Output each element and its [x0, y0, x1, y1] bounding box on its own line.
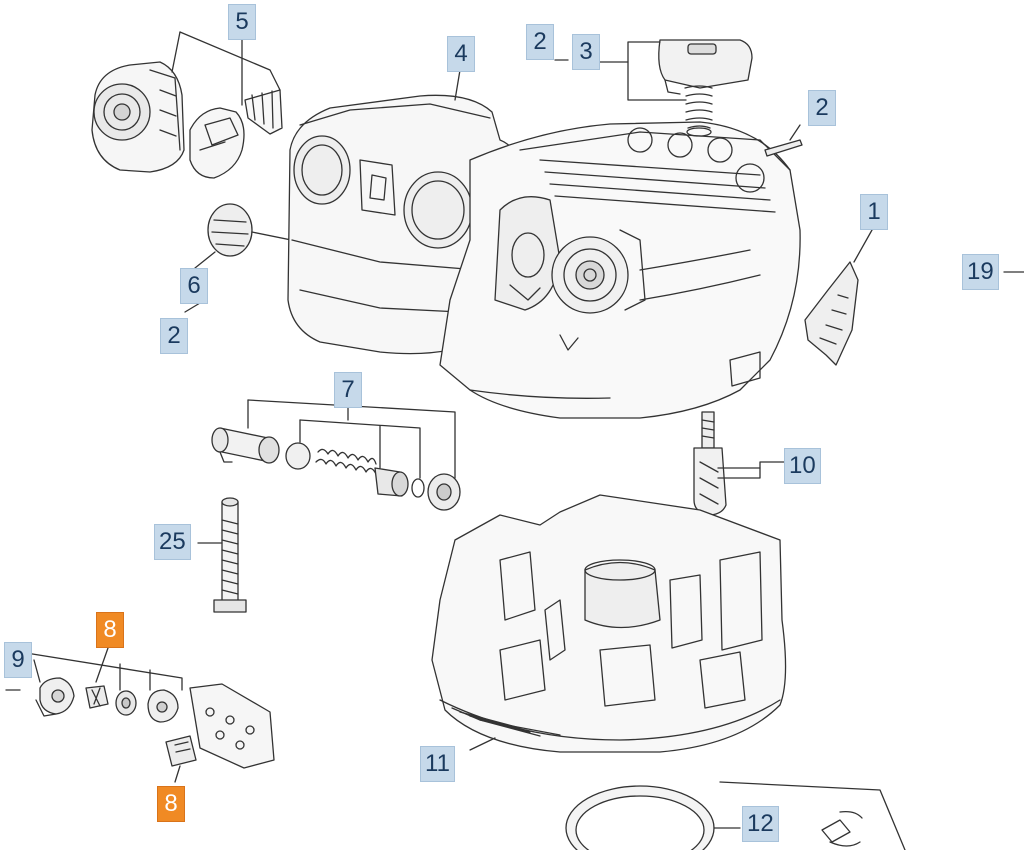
callout-7[interactable]: 7	[334, 372, 362, 408]
cable-connector-part	[720, 782, 905, 850]
callout-5[interactable]: 5	[228, 4, 256, 40]
callout-11[interactable]: 11	[420, 746, 455, 782]
callout-8-top[interactable]: 8	[96, 612, 124, 648]
callout-2-right[interactable]: 2	[808, 90, 836, 126]
callout-4[interactable]: 4	[447, 36, 475, 72]
part-5-knob-assembly	[92, 62, 282, 178]
callout-10[interactable]: 10	[784, 448, 821, 484]
part-9-8-valve-group	[6, 648, 274, 782]
main-body-housing	[440, 122, 800, 418]
part-11-base	[432, 495, 786, 752]
part-12-gasket-ring	[566, 786, 740, 850]
callout-2-top[interactable]: 2	[526, 24, 554, 60]
callout-12[interactable]: 12	[742, 806, 779, 842]
part-3-button-spring	[600, 40, 752, 136]
callout-2-left[interactable]: 2	[160, 318, 188, 354]
part-10-drive-pin	[694, 412, 784, 515]
part-1-clip	[805, 230, 872, 365]
callout-3[interactable]: 3	[572, 34, 600, 70]
callout-19[interactable]: 19	[962, 254, 999, 290]
part-7-valve-assembly	[212, 400, 460, 510]
callout-6[interactable]: 6	[180, 268, 208, 304]
callout-1[interactable]: 1	[860, 194, 888, 230]
leader-lines-5	[171, 31, 281, 106]
callout-9[interactable]: 9	[4, 642, 32, 678]
part-25-screw	[198, 498, 246, 612]
part-2-pin	[555, 60, 802, 156]
callout-25[interactable]: 25	[154, 524, 191, 560]
callout-8-bottom[interactable]: 8	[157, 786, 185, 822]
